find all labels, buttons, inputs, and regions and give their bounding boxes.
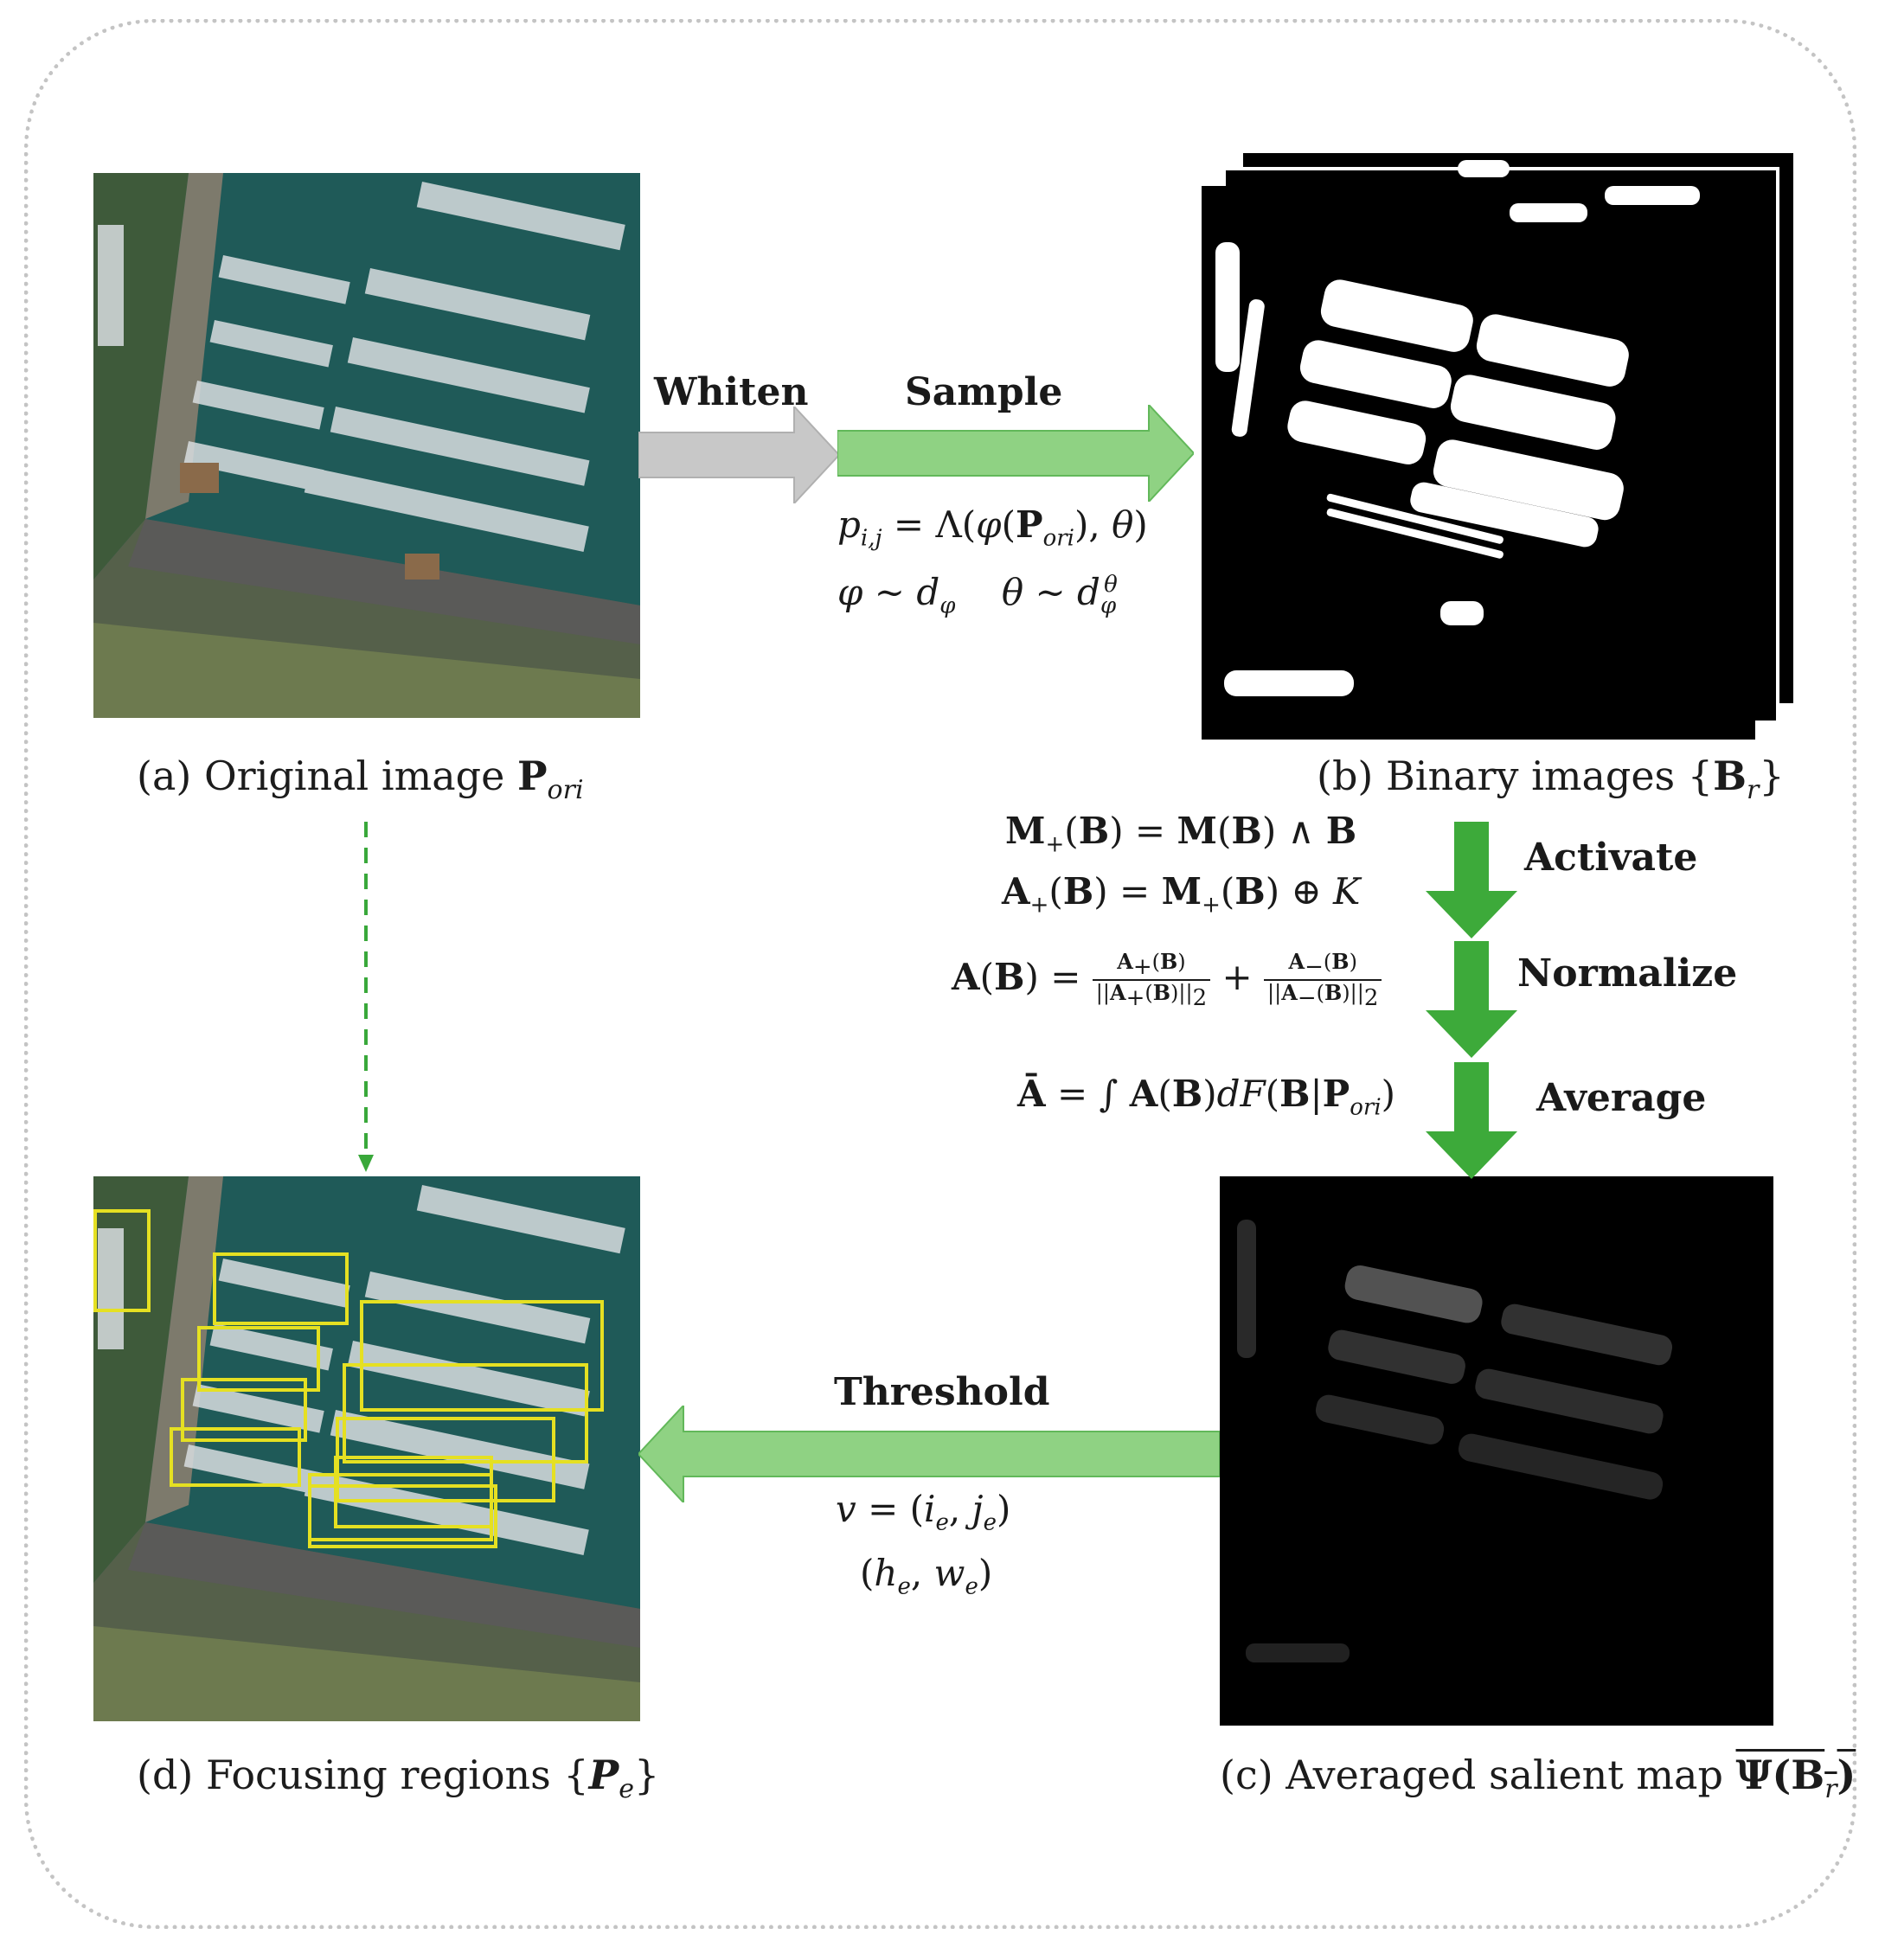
label-average: Average bbox=[1536, 1076, 1707, 1120]
symbol-p-e: {Pe} bbox=[563, 1752, 660, 1804]
formula-sample-distribution: φ ∼ dφ θ ∼ dφθ bbox=[837, 571, 1118, 619]
activate-arrow bbox=[1426, 822, 1517, 938]
region-box bbox=[93, 1209, 151, 1312]
caption-focusing-regions: (d) Focusing regions {Pe} bbox=[137, 1752, 660, 1804]
normalize-arrow bbox=[1426, 941, 1517, 1058]
sample-arrow bbox=[837, 405, 1194, 502]
outer-dotted-frame bbox=[24, 19, 1856, 1929]
original-aerial-image bbox=[93, 173, 640, 718]
label-activate: Activate bbox=[1524, 836, 1698, 880]
label-whiten: Whiten bbox=[654, 370, 809, 414]
label-sample: Sample bbox=[905, 370, 1063, 414]
region-box bbox=[213, 1252, 349, 1325]
region-box bbox=[170, 1427, 301, 1487]
region-box bbox=[360, 1300, 604, 1412]
caption-binary-images: (b) Binary images {Br} bbox=[1317, 753, 1785, 805]
formula-threshold-size: (he, we) bbox=[860, 1552, 993, 1600]
symbol-b-r: {Br} bbox=[1687, 753, 1785, 805]
region-box bbox=[181, 1378, 307, 1442]
threshold-arrow bbox=[638, 1406, 1220, 1502]
salient-map-panel bbox=[1220, 1176, 1773, 1726]
whiten-arrow bbox=[638, 407, 839, 503]
binary-images-stack bbox=[1198, 151, 1795, 744]
label-normalize: Normalize bbox=[1517, 951, 1738, 996]
formula-sample: pi,j = Λ(φ(Pori), θ) bbox=[837, 503, 1148, 552]
formula-threshold-position: v = (ie, je) bbox=[836, 1488, 1011, 1536]
averaged-salient-map bbox=[1220, 1176, 1773, 1726]
formula-activate-a: A+(B) = M+(B) ⊕ K bbox=[1002, 870, 1361, 919]
region-box bbox=[308, 1484, 497, 1548]
formula-activate-m: M+(B) = M(B) ∧ B bbox=[1005, 810, 1357, 858]
focusing-regions-panel bbox=[93, 1176, 640, 1721]
region-boxes bbox=[93, 1209, 604, 1548]
caption-salient-map: (c) Averaged salient map Ψ(Br) bbox=[1220, 1752, 1856, 1804]
formula-average: Ā = ∫ A(B)dF(B|Pori) bbox=[1017, 1073, 1396, 1121]
region-box bbox=[197, 1326, 320, 1392]
focusing-regions-image bbox=[93, 1176, 640, 1721]
label-threshold: Threshold bbox=[834, 1370, 1050, 1414]
average-arrow bbox=[1426, 1062, 1517, 1179]
caption-original-image: (a) Original image Pori bbox=[137, 753, 584, 805]
symbol-p-ori: Pori bbox=[516, 753, 584, 805]
symbol-psi-b-r: Ψ(Br) bbox=[1735, 1752, 1856, 1804]
dashed-down-arrow bbox=[358, 822, 374, 1172]
region-box bbox=[343, 1363, 588, 1464]
binary-images bbox=[1202, 151, 1795, 740]
original-image-panel bbox=[93, 173, 640, 718]
formula-normalize: A(B) = A+(B)||A+(B)||2 + A−(B)||A−(B)||2 bbox=[952, 950, 1382, 1010]
